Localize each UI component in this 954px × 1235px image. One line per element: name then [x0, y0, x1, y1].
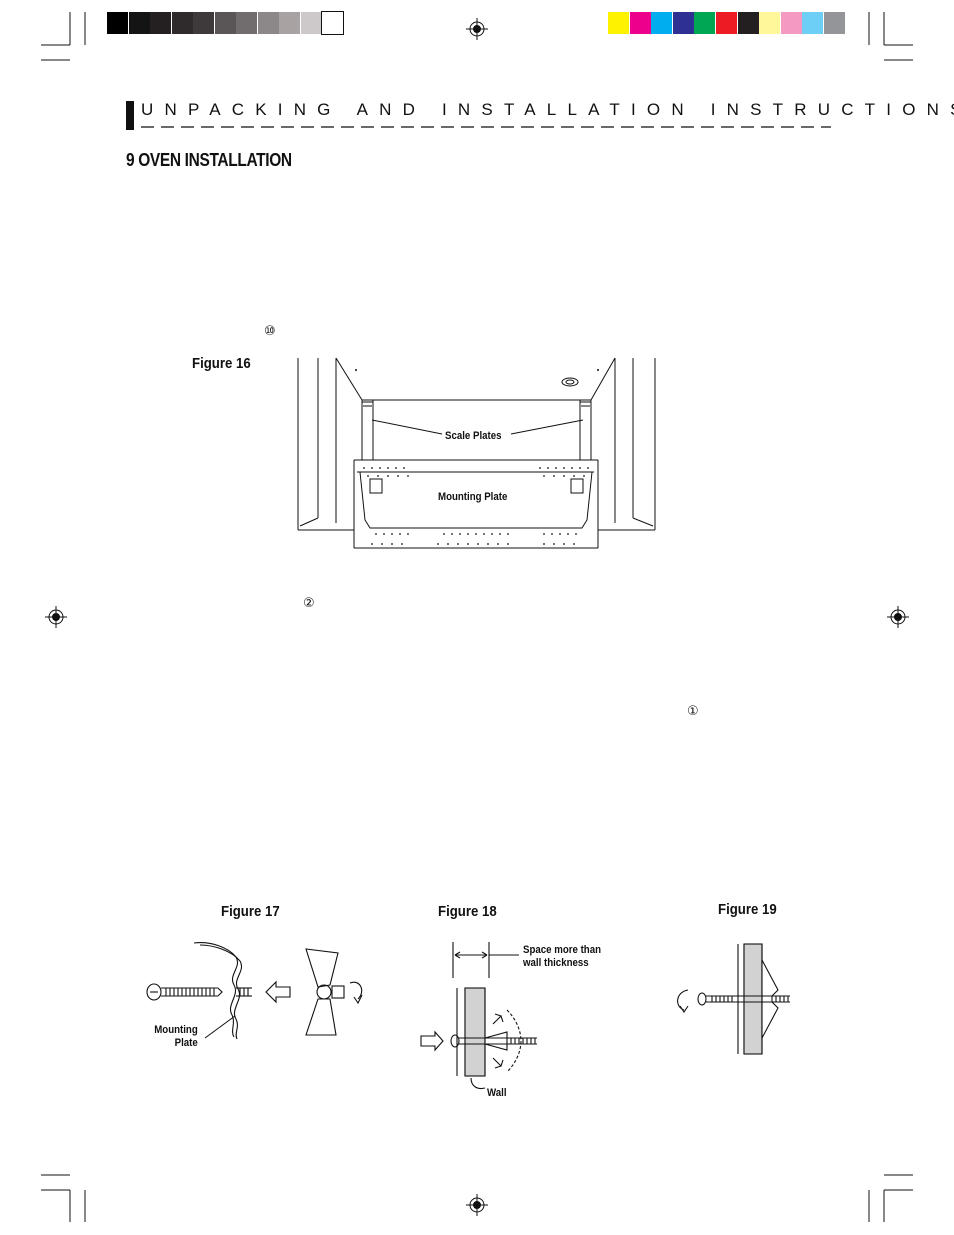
figure17-illustration — [146, 942, 363, 1040]
figure18-space-label: Space more than wall thickness — [523, 944, 601, 970]
color-swatch — [737, 12, 759, 34]
gray-swatch — [128, 12, 150, 34]
color-swatch — [824, 12, 845, 34]
gray-swatch — [107, 12, 128, 34]
figure16-scale-plates-label: Scale Plates — [445, 430, 502, 442]
header-dash-line — [141, 126, 831, 128]
color-swatch — [716, 12, 737, 34]
header-bar-marker — [126, 101, 134, 130]
gray-swatch — [257, 12, 279, 34]
figure17-mounting-line2: Plate — [174, 1037, 198, 1049]
figure17-label: Figure 17 — [221, 903, 280, 920]
registration-target-left — [45, 606, 67, 628]
gray-swatch — [193, 12, 214, 34]
figure18-space-line2: wall thickness — [523, 957, 589, 969]
figure19-illustration — [677, 943, 790, 1055]
gray-swatch — [171, 12, 193, 34]
color-swatch — [672, 12, 694, 34]
figure16-illustration — [297, 357, 656, 549]
section-title: 9 OVEN INSTALLATION — [126, 150, 292, 170]
marker-one: ① — [687, 704, 699, 719]
registration-target-bottom — [466, 1194, 488, 1216]
gray-swatch — [214, 12, 236, 34]
color-swatch — [629, 12, 651, 34]
color-swatch — [780, 12, 802, 34]
header-title: UNPACKING AND INSTALLATION INSTRUCTIONS — [141, 100, 954, 119]
figure16-mounting-plate-label: Mounting Plate — [438, 491, 508, 503]
figure18-label: Figure 18 — [438, 903, 497, 920]
registration-target-right — [887, 606, 909, 628]
figure17-mounting-line1: Mounting — [154, 1024, 198, 1036]
color-swatch — [651, 12, 673, 34]
gray-swatch — [236, 12, 257, 34]
registration-target-top — [466, 18, 488, 40]
figure18-wall-label: Wall — [487, 1087, 507, 1099]
figure18-illustration — [420, 942, 537, 1090]
figure17-leader — [204, 1015, 236, 1039]
marker-ten: ⑩ — [264, 324, 276, 339]
gray-swatch — [279, 12, 300, 34]
color-swatch — [694, 12, 716, 34]
figure18-space-line1: Space more than — [523, 944, 602, 956]
color-swatch — [759, 12, 781, 34]
figure17-mounting-plate-label: Mounting Plate — [152, 1024, 198, 1050]
figure19-label: Figure 19 — [718, 901, 777, 918]
marker-two: ② — [303, 596, 315, 611]
gray-swatch — [321, 11, 344, 35]
gray-swatch — [300, 12, 322, 34]
gray-swatch — [150, 12, 171, 34]
color-swatch — [608, 12, 629, 34]
color-swatch — [802, 12, 824, 34]
figure16-label: Figure 16 — [192, 355, 251, 372]
